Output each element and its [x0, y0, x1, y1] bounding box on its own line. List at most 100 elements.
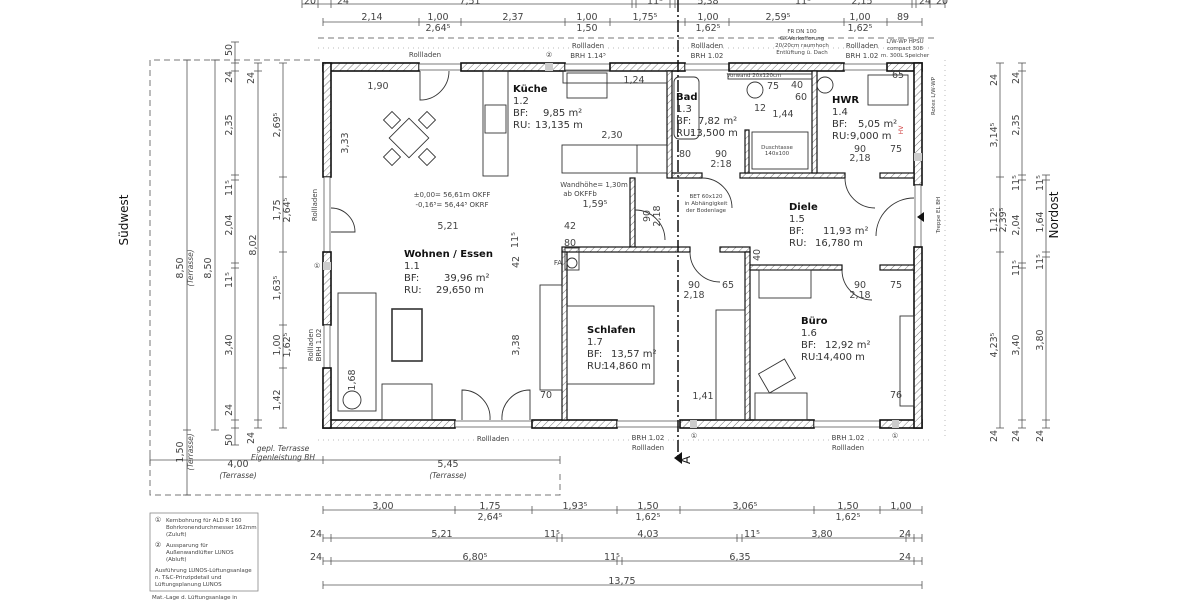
left-side-label: 50 [224, 434, 235, 446]
room-area: 39,96 m² [444, 273, 490, 284]
room-area-label: BF: [832, 119, 847, 130]
sofa [337, 292, 377, 412]
bed [566, 305, 655, 385]
inner-label: 1,41 [692, 391, 713, 402]
top-notes-label: Rollladen [691, 42, 723, 50]
room-perimeter-label: RU: [587, 361, 605, 372]
left-side-label: 24 [246, 72, 257, 84]
inner-label: 75 [890, 144, 902, 155]
legend-label: ① [155, 516, 161, 524]
room-name: HWR [832, 95, 859, 106]
top-notes-label: BRH 1.02 [846, 52, 879, 60]
bottom-dims-label: 5,21 [431, 529, 452, 540]
shower-tray [751, 131, 809, 170]
room-number: 1.3 [676, 104, 692, 115]
section-line-a [674, 0, 924, 464]
bottom-dims-label: 3,00 [372, 501, 393, 512]
top-dims-label: 1,62⁵ [848, 23, 873, 34]
room-perimeter-label: RU: [404, 285, 422, 296]
inner-label: 60 [795, 92, 807, 103]
room-perimeter: 29,650 m [436, 285, 484, 296]
inner-label: Wandhöhe= 1,30m [560, 181, 628, 189]
room-number: 1.5 [789, 214, 805, 225]
inner-label: 40 [752, 249, 763, 261]
room-area-label: BF: [404, 273, 419, 284]
inner-label: 75 [767, 81, 779, 92]
left-side-label: 1,50 [175, 441, 186, 462]
top-notes-label: Rollladen [846, 42, 878, 50]
inner-label: 2,18 [849, 290, 870, 301]
top-dims-label: 1,62⁵ [696, 23, 721, 34]
room-area: 11,93 m² [823, 226, 869, 237]
room-perimeter: 13,135 m [535, 120, 583, 131]
inner-label: 76 [890, 390, 902, 401]
coffee-table [391, 308, 423, 362]
left-side-label: 11⁵ [224, 180, 235, 196]
chimney-fa [564, 247, 580, 271]
top-notes-label: BRH 1.02 [691, 52, 724, 60]
right-side-label: 2,35 [1011, 114, 1022, 135]
bottom-dims-label: 24 [310, 552, 322, 563]
right-side-label: 1,64 [1035, 211, 1046, 232]
left-side-label: 2,35 [224, 114, 235, 135]
room-area-label: BF: [789, 226, 804, 237]
top-dims-label: 1,00 [697, 12, 718, 23]
top-dims-label: 5,38 [697, 0, 718, 7]
kitchen-counter [482, 70, 509, 177]
right-side-label: 2,04 [1011, 214, 1022, 235]
top-dims-label: 2,37 [502, 12, 523, 23]
inner-label: 42 [564, 221, 576, 232]
inner-label: 90 [688, 280, 700, 291]
dining-table [388, 117, 430, 159]
right-side-label: 24 [1011, 430, 1022, 442]
desk [754, 392, 808, 421]
left-side-label: Rollladen [311, 189, 319, 221]
left-side-label: 8,50 [175, 257, 186, 278]
inner-label: -0,16⁵= 56,44⁵ OKRF [415, 201, 488, 209]
inner-label: 2,18 [849, 153, 870, 164]
left-side-label: 1,00 [272, 334, 283, 355]
top-dims-label: 1,00 [849, 12, 870, 23]
room-name: Bad [676, 92, 698, 103]
door-swings [330, 70, 915, 421]
legend-label: Ausführung LUNOS-Lüftungsanlage [155, 568, 252, 574]
inner-label: 5,21 [437, 221, 458, 232]
legend-label: n. T&C-Prinzipdetail und [155, 575, 222, 581]
bottom-dims-label: 6,35 [729, 552, 750, 563]
top-dims-label: 1,00 [576, 12, 597, 23]
room-number: 1.4 [832, 107, 848, 118]
inner-label: 11⁵ [510, 232, 521, 248]
room-area: 9,85 m² [543, 108, 582, 119]
inner-label: 90 [854, 280, 866, 291]
bottom-dims-label: 11⁵ [544, 529, 560, 540]
right-side-label: 11⁵ [1035, 254, 1046, 270]
inner-label: 1,44 [772, 109, 793, 120]
right-side-label: 11⁵ [1035, 175, 1046, 191]
inner-label: 3,38 [511, 334, 522, 355]
legend-label: (Abluft) [166, 557, 187, 563]
inner-label: 42 [511, 256, 522, 268]
left-side-label: 8,02 [248, 234, 259, 255]
inner-label: 1,59⁵ [583, 199, 608, 210]
bottom-dims-label: 1,75 [479, 501, 500, 512]
room-name: Büro [801, 316, 828, 327]
room-name: Diele [789, 202, 818, 213]
legend-label: Lüftungsplanung LUNOS [155, 582, 222, 588]
inner-label: 80 [679, 149, 691, 160]
left-side-label: 24 [224, 71, 235, 83]
right-side-label: 3,40 [1011, 334, 1022, 355]
room-area-label: BF: [513, 108, 528, 119]
room-perimeter: 16,780 m [815, 238, 863, 249]
toilet-icon [746, 81, 764, 99]
top-dims-label: 11⁵ [647, 0, 663, 7]
bottom-dims-label: 24 [899, 529, 911, 540]
top-dims-label: 11⁵ [795, 0, 811, 7]
inner-label: 80 [564, 238, 576, 249]
bottom-notes-label: (Terrasse) [429, 471, 466, 480]
bottom-dims-label: 1,62⁵ [636, 512, 661, 523]
left-side-label: 2,69⁵ [272, 112, 283, 137]
room-number: 1.7 [587, 337, 603, 348]
office-chair [757, 358, 797, 394]
right-side-label: 3,80 [1035, 329, 1046, 350]
inner-label: 1,24 [623, 75, 644, 86]
